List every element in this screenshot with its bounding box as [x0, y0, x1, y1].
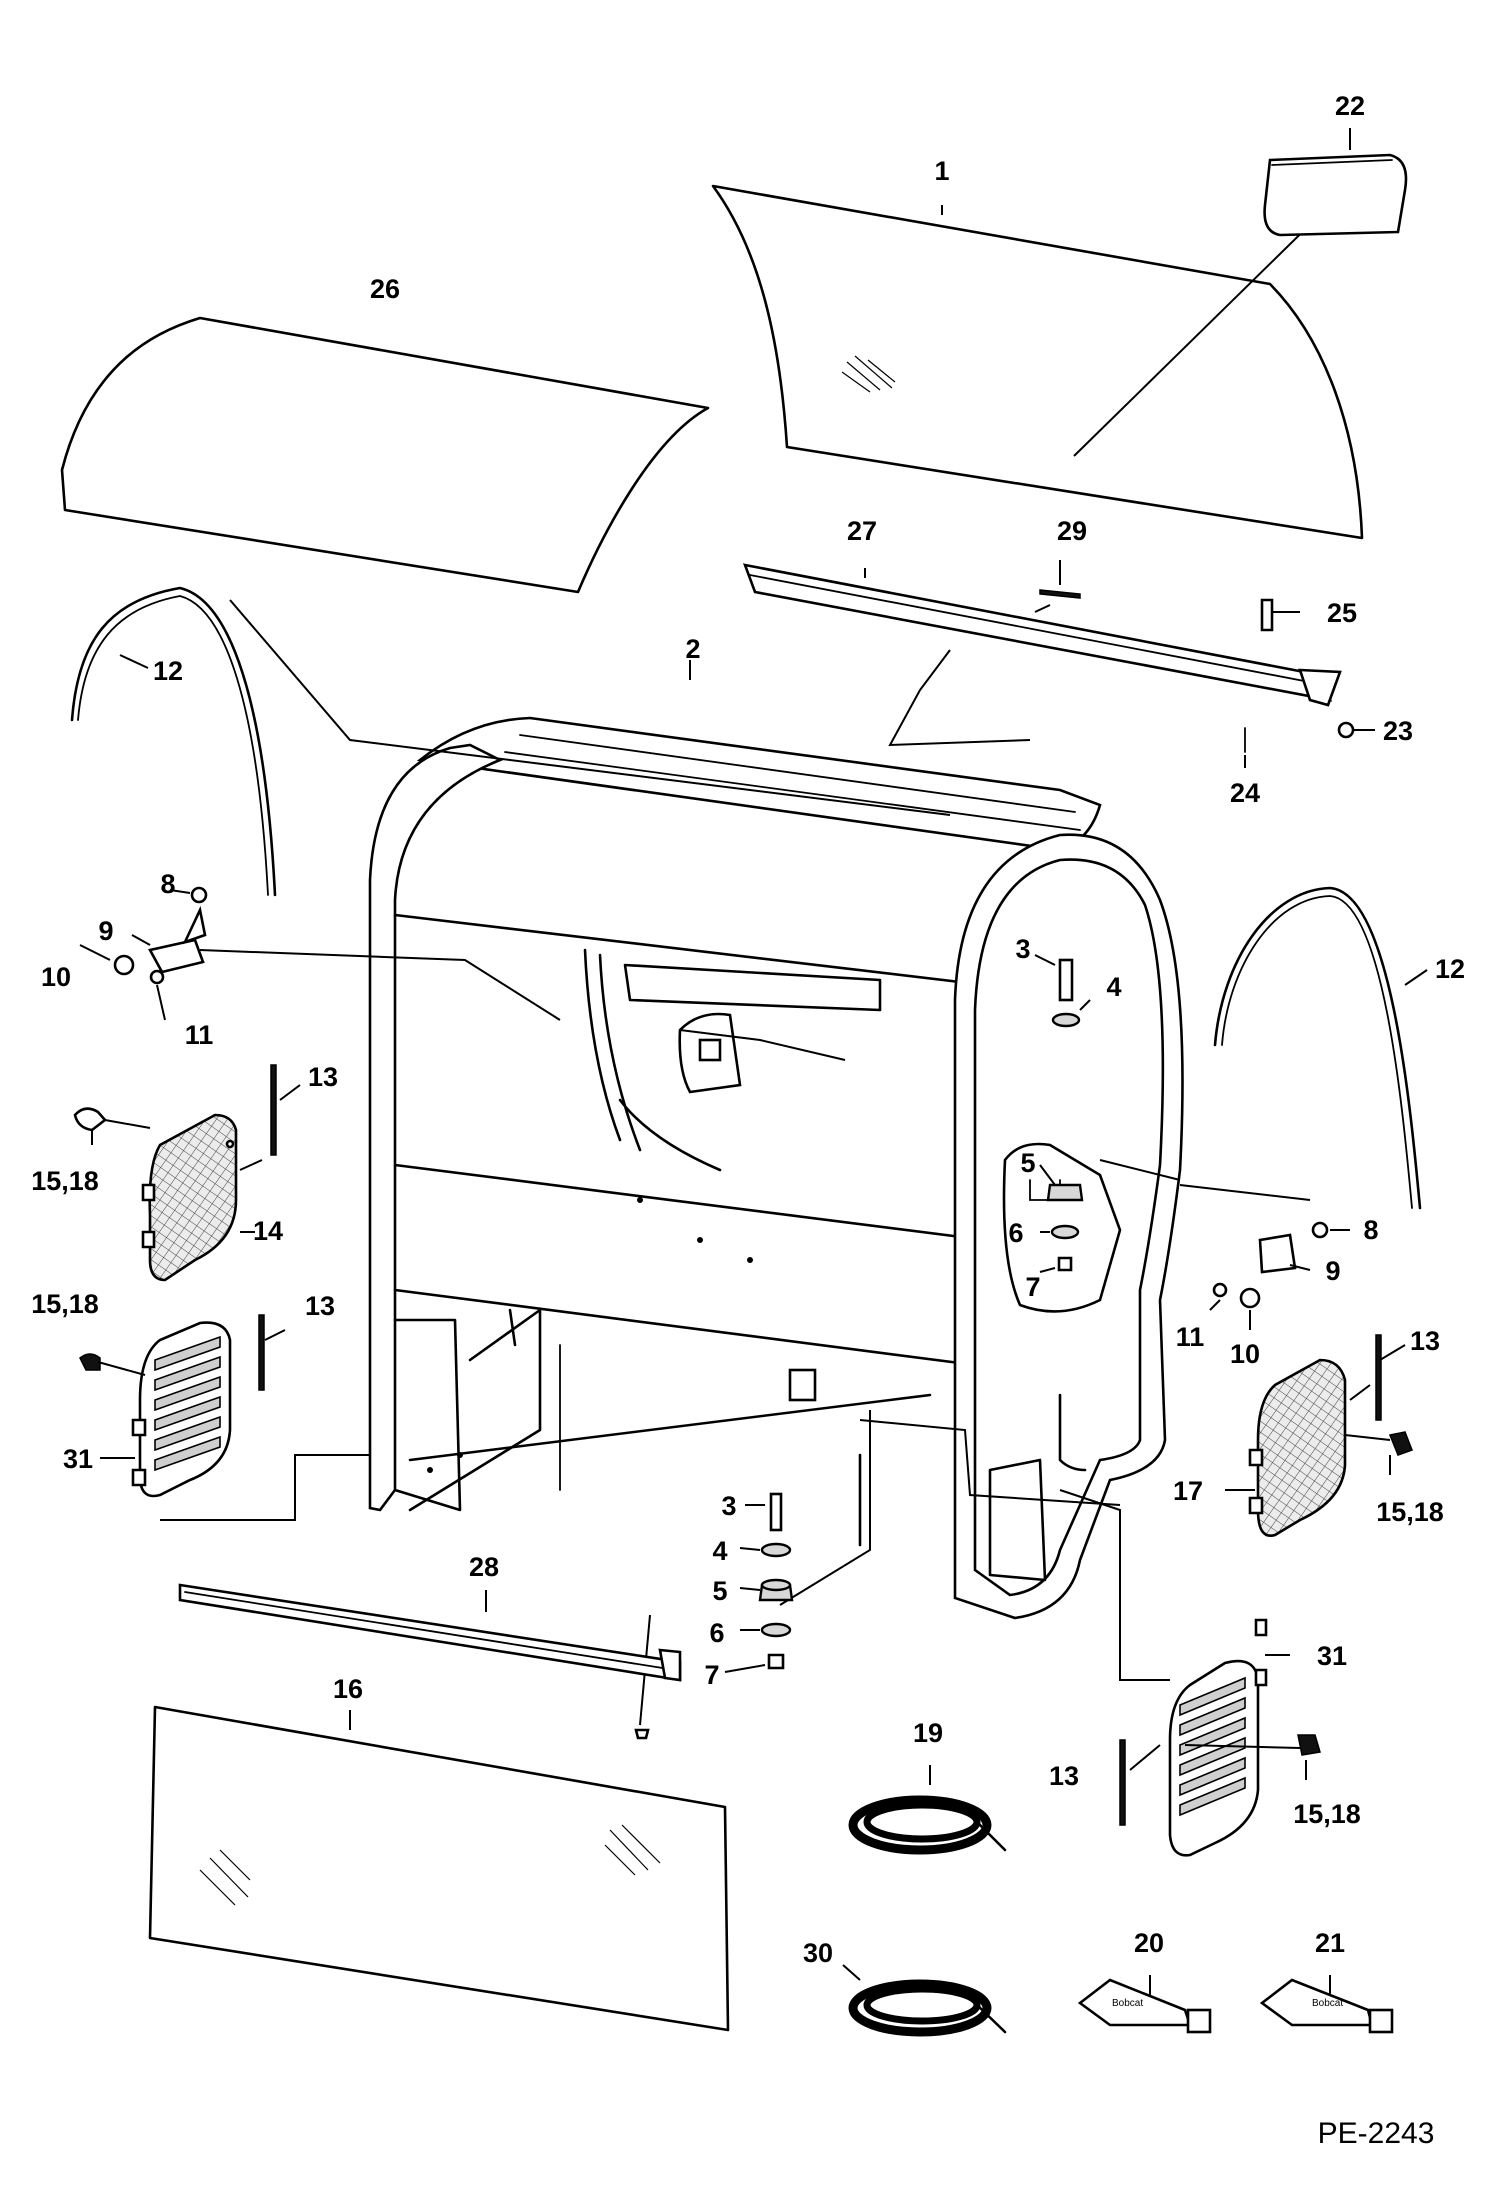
callout-15-18-a: 15,18: [31, 1166, 99, 1196]
callout-9-right: 9: [1325, 1256, 1340, 1286]
callout-15-18-b: 15,18: [31, 1289, 99, 1319]
callout-15-18-d: 15,18: [1293, 1799, 1361, 1829]
callout-13-d: 13: [1049, 1761, 1079, 1791]
callout-4-right: 4: [1106, 972, 1121, 1002]
sealant-tube-21: Bobcat: [1259, 1975, 1394, 2034]
tube-brand-21: Bobcat: [1312, 1998, 1343, 2009]
callout-19: 19: [913, 1718, 943, 1748]
callout-27: 27: [847, 516, 877, 546]
callout-16: 16: [333, 1674, 363, 1704]
callout-20: 20: [1134, 1928, 1164, 1958]
callout-11-left: 11: [185, 1020, 214, 1050]
curved-windshield-1: [711, 184, 1364, 540]
callout-29: 29: [1057, 516, 1087, 546]
mount-stack-center: [724, 1492, 794, 1673]
drawing-code: PE-2243: [1318, 2117, 1435, 2150]
grille-31-right: [1119, 1618, 1321, 1857]
callout-1: 1: [934, 156, 949, 186]
pad-22: [1263, 128, 1408, 237]
callout-17: 17: [1173, 1476, 1203, 1506]
sealant-tube-20: Bobcat: [1077, 1975, 1212, 2034]
callout-4-center: 4: [712, 1536, 727, 1566]
curved-window-26: [60, 316, 710, 594]
callout-28: 28: [469, 1552, 499, 1582]
channel-strip-27: [742, 560, 1375, 768]
callout-31-right: 31: [1317, 1641, 1347, 1671]
callout-3-center: 3: [721, 1491, 736, 1521]
callout-14: 14: [253, 1216, 283, 1246]
mount-stack-right: [1034, 954, 1091, 1273]
seal-strip-12-right: [1213, 886, 1428, 1210]
callout-7-right: 7: [1025, 1272, 1040, 1302]
callout-15-18-c: 15,18: [1376, 1497, 1444, 1527]
hardware-bracket-left: [79, 886, 208, 1021]
hardware-bracket-right: [1209, 1221, 1350, 1330]
grille-31-left: [79, 1314, 286, 1498]
callout-5-center: 5: [712, 1576, 727, 1606]
callout-6-center: 6: [709, 1618, 724, 1648]
flat-window-16: [148, 1705, 730, 2032]
mesh-screen-17: [1225, 1334, 1413, 1537]
callout-6-right: 6: [1008, 1218, 1023, 1248]
callout-labels: 1 22 26 27 29 25 23 24 2 12 12 8 9 10 11…: [31, 91, 1465, 1968]
callout-8-right: 8: [1363, 1215, 1378, 1245]
callout-7-center: 7: [704, 1660, 719, 1690]
callout-2: 2: [685, 634, 700, 664]
callout-9-left: 9: [98, 916, 113, 946]
callout-13-a: 13: [308, 1062, 338, 1092]
callout-3-right: 3: [1015, 934, 1030, 964]
coiled-seal-30: [842, 1964, 1007, 2037]
callout-23: 23: [1383, 716, 1413, 746]
callout-10-left: 10: [41, 962, 71, 992]
callout-13-b: 13: [305, 1291, 335, 1321]
callout-12-left: 12: [153, 656, 183, 686]
coiled-seal-19: [848, 1765, 1007, 1855]
callout-13-c: 13: [1410, 1326, 1440, 1356]
callout-21: 21: [1315, 1928, 1345, 1958]
seal-strip-12-left: [70, 586, 277, 897]
callout-24: 24: [1230, 778, 1260, 808]
callout-25: 25: [1327, 598, 1357, 628]
callout-11-right: 11: [1176, 1322, 1205, 1352]
callout-10-right: 10: [1230, 1339, 1260, 1369]
callout-12-right: 12: [1435, 954, 1465, 984]
callout-31-left: 31: [63, 1444, 93, 1474]
callout-22: 22: [1335, 91, 1365, 121]
callout-26: 26: [370, 274, 400, 304]
cab-frame-2: [368, 716, 1184, 1620]
tube-brand-20: Bobcat: [1112, 1998, 1143, 2009]
mesh-screen-14: [73, 1064, 301, 1282]
callout-5-right: 5: [1020, 1148, 1035, 1178]
channel-strip-28: [178, 1583, 682, 1740]
callout-30: 30: [803, 1938, 833, 1968]
callout-8-left: 8: [160, 869, 175, 899]
